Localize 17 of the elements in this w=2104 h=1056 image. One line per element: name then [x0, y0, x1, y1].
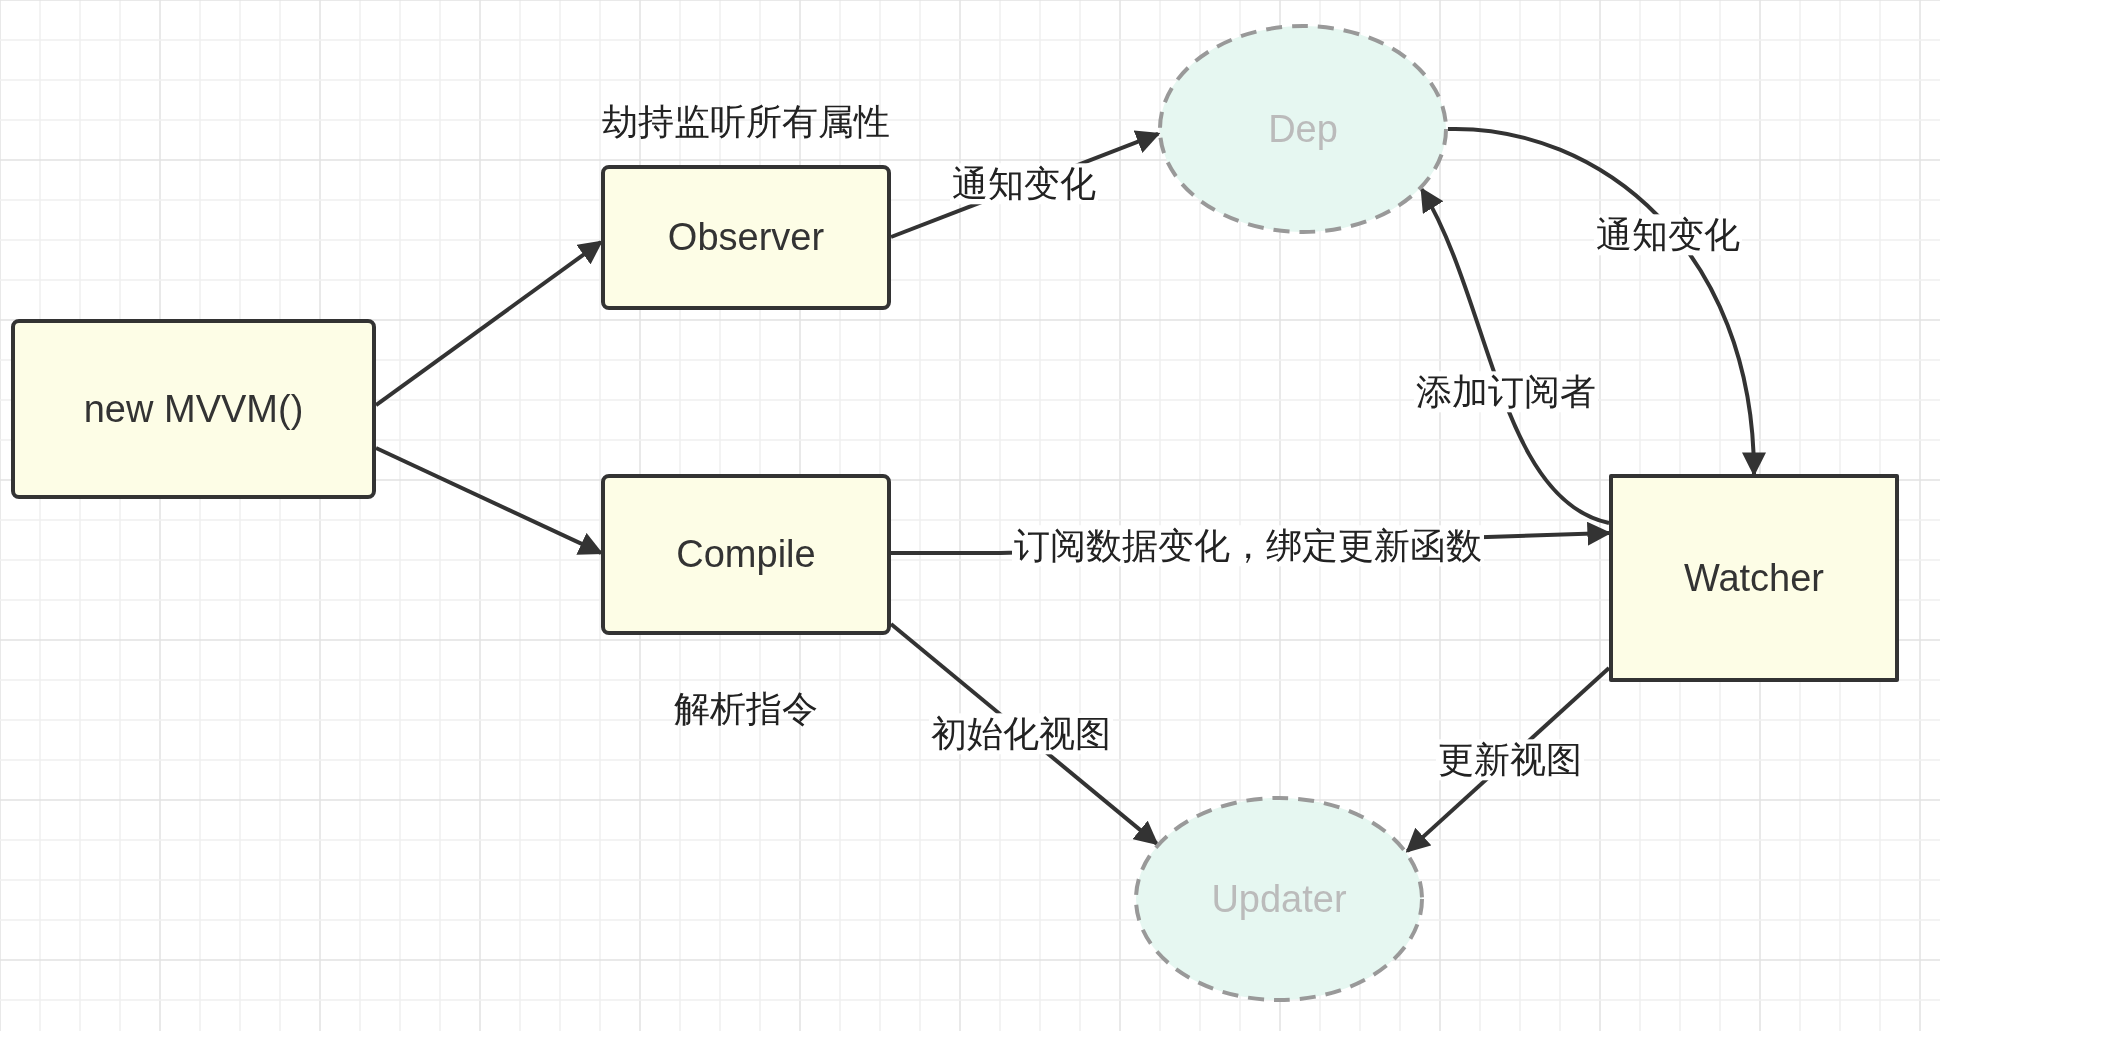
- caption-text: 解析指令: [674, 687, 818, 731]
- arrow: [1420, 187, 1610, 525]
- edge-label: 通知变化: [950, 163, 1098, 205]
- node-label: Dep: [1268, 107, 1338, 151]
- process-box: Observer: [601, 165, 891, 310]
- edge-label: 订阅数据变化，绑定更新函数: [1012, 525, 1484, 567]
- process-box: new MVVM(): [11, 319, 376, 499]
- process-box: Watcher: [1609, 474, 1899, 682]
- edge-label: 通知变化: [1594, 214, 1742, 256]
- arrow: [1447, 127, 1765, 477]
- node-label: Updater: [1211, 877, 1347, 921]
- arrow: [374, 240, 603, 407]
- edge-label: 初始化视图: [929, 713, 1113, 755]
- edge-label: 添加订阅者: [1414, 371, 1598, 413]
- caption-text: 劫持监听所有属性: [602, 100, 890, 144]
- edge-label: 更新视图: [1436, 739, 1584, 781]
- process-box: Compile: [601, 474, 891, 635]
